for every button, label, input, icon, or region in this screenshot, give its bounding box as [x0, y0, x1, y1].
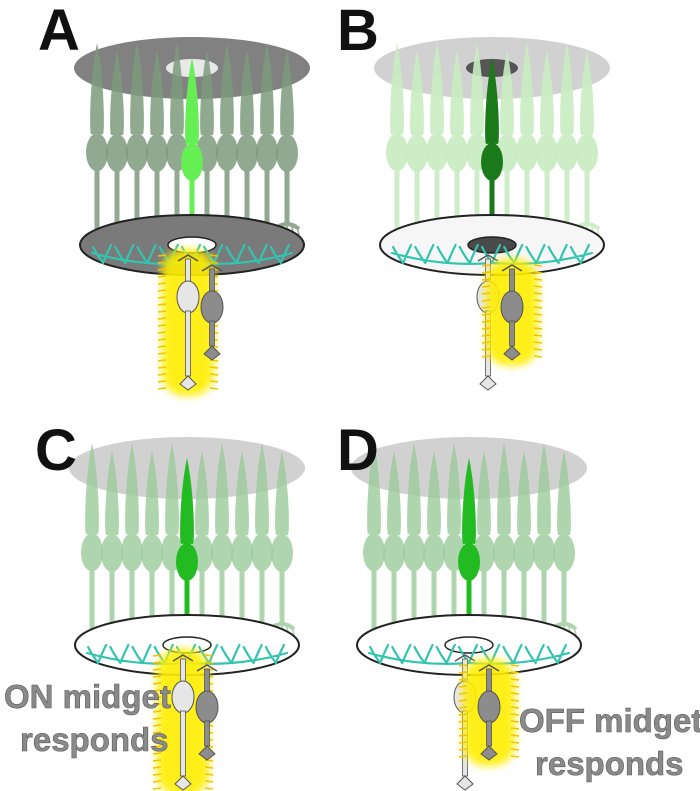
horizontal-cell	[390, 243, 594, 265]
annotation-on-midget-line1: ON midget	[4, 678, 171, 715]
surround-cone	[98, 451, 126, 636]
panel-d	[351, 437, 587, 791]
surround-cone	[550, 451, 578, 636]
off-bipolar-cell	[481, 259, 543, 366]
panel-letter-d: D	[337, 418, 379, 483]
panel-letter-c: C	[35, 418, 77, 483]
surround-cone	[573, 51, 601, 236]
panel-letter-b: B	[337, 0, 379, 63]
off-bipolar-cell	[200, 264, 224, 361]
panel-letter-a: A	[38, 0, 80, 63]
surround-cone	[553, 43, 581, 244]
on-bipolar-cell	[152, 649, 214, 791]
center-synapse	[444, 636, 494, 654]
annotation-on-midget-line2: responds	[20, 721, 169, 758]
annotation-off-midget-line2: responds	[535, 745, 684, 782]
center-synapse	[467, 236, 517, 254]
panel-c	[69, 437, 305, 791]
annotation-off-midget-line1: OFF midget	[519, 702, 700, 739]
off-bipolar-cell	[458, 659, 520, 766]
panel-a	[74, 37, 310, 396]
surround-cone	[253, 43, 281, 244]
off-bipolar-cell	[195, 664, 219, 761]
surround-cone	[273, 51, 301, 236]
horizontal-cell	[367, 643, 571, 665]
surround-cone	[233, 51, 261, 236]
surround-cone	[78, 443, 106, 644]
panel-b	[374, 37, 610, 391]
surround-cone	[123, 43, 151, 244]
